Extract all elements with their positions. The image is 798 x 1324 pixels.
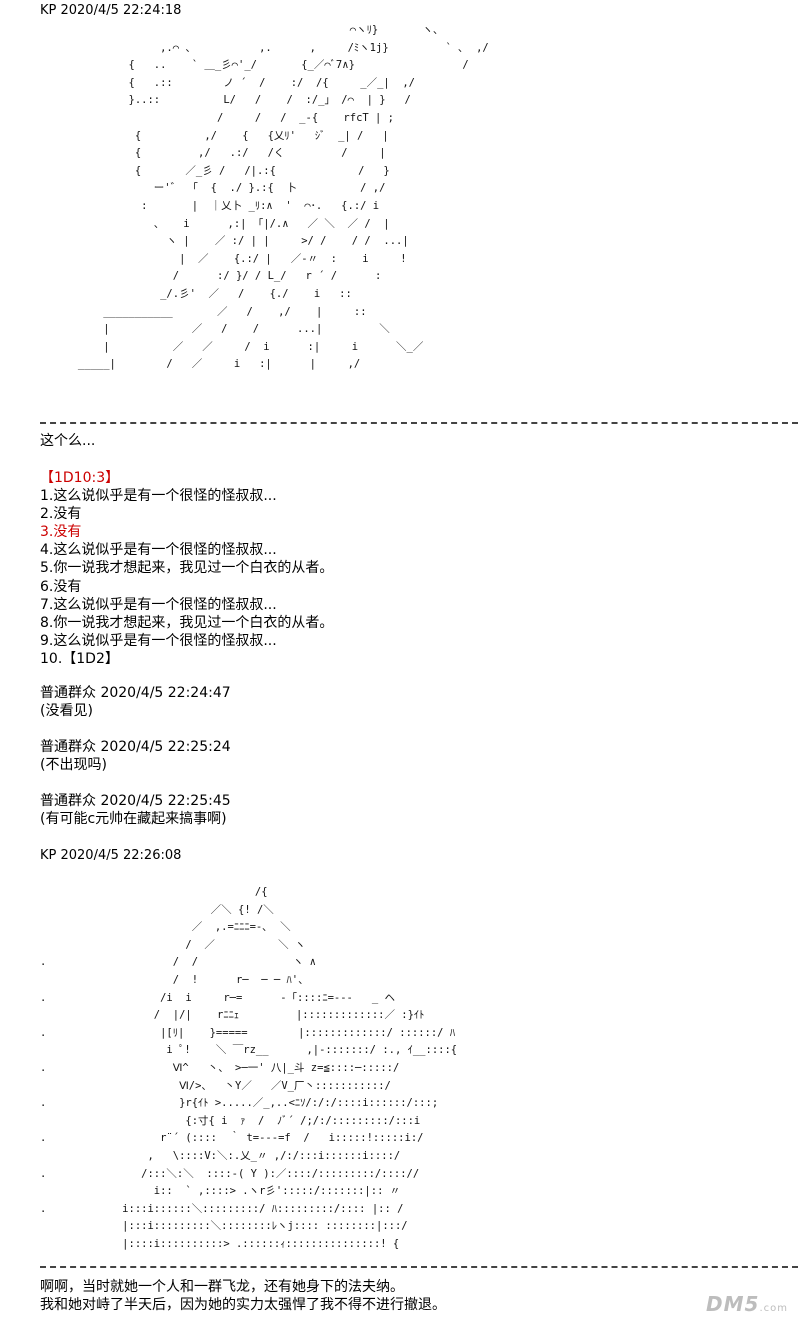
- ascii-art-1-line: / :/ }/ / L_/ r ´ / :: [40, 270, 382, 283]
- ascii-art-2-line: /{: [40, 886, 268, 898]
- post-2-text-2: 我和她对峙了半天后，因为她的实力太强悍了我不得不进行撤退。: [40, 1297, 446, 1313]
- watermark-logo: DM5.com: [706, 1292, 788, 1316]
- option-6: 6.没有: [40, 578, 82, 595]
- ascii-art-2-line: . r¨´ (:::: ｀ t=---=f / i:::::!:::::i:/: [40, 1132, 424, 1145]
- post-2-header: KP 2020/4/5 22:26:08: [40, 848, 182, 863]
- ascii-art-2-line: . |[ﾘ| }===== |:::::::::::::/ ::::::/ ﾊ: [40, 1026, 456, 1039]
- ascii-art-2-line: ／＼ {! /＼: [40, 903, 274, 916]
- ascii-art-1: ⌒ヽﾘ} ヽ、 ,.⌒ 、 ,. , /ﾐヽ1j} ` ､ ,/ { .. ` …: [40, 22, 489, 374]
- reply-2-header: 普通群众 2020/4/5 22:25:24: [40, 739, 231, 755]
- ascii-art-1-line: { ／_彡 / /|.:{ / }: [40, 164, 390, 177]
- ascii-art-2-line: . }r{ｲﾄ >.....／_,..<ﾆｿ/:/:/::::i::::::/:…: [40, 1097, 439, 1110]
- ascii-art-1-line: ___________ ／ / ,/ | ::: [40, 305, 367, 318]
- ascii-art-2-line: . / / ヽ ∧: [40, 956, 317, 969]
- separator-1: [40, 422, 798, 424]
- ascii-art-1-line: : | ｜乂卜 _ﾘ:∧ ' ⌒･. {.:/ i: [40, 199, 380, 212]
- option-5: 5.你一说我才想起来，我见过一个白衣的从者。: [40, 560, 334, 577]
- ascii-art-1-line: | ／ {.:/ | ／-〃 : i !: [40, 252, 407, 265]
- separator-2: [40, 1266, 798, 1268]
- ascii-art-2-line: {:寸{ i ｧ / ﾉﾞ´ /;/:/:::::::::/:::i: [40, 1114, 421, 1127]
- ascii-art-2-line: i ﾟ! ＼ ￣rz__ ,|-:::::::/ :., ｲ__::::{: [40, 1044, 458, 1057]
- ascii-art-1-line: _____| / ／ i :| | ,/: [40, 358, 361, 371]
- ascii-art-2-line: . /i i r─= -「::::ﾆ=--- _ ヘ: [40, 991, 395, 1004]
- ascii-art-1-line: 、 i ,:| 「|/.∧ ／ ＼ ／ / |: [40, 217, 390, 230]
- ascii-art-1-line: ,.⌒ 、 ,. , /ﾐヽ1j} ` ､ ,/: [40, 41, 489, 54]
- ascii-art-2-line: Ⅵ/>、 丶Y／ ／V_厂丶:::::::::::/: [40, 1079, 391, 1092]
- roll-header: 【1D10:3】: [40, 470, 120, 486]
- ascii-art-2-line: i:: ` ,::::> .ヽr彡':::::/:::::::|:: 〃: [40, 1185, 401, 1198]
- ascii-art-2-line: / |/| rﾆﾆｪ |:::::::::::::／ :}ｲﾄ: [40, 1009, 425, 1022]
- ascii-art-2-line: ／ ,.=ﾆﾆﾆ=-､ ＼: [40, 921, 291, 934]
- ascii-art-1-line: | ／ ／ / i :| i ＼_／: [40, 340, 424, 353]
- ascii-art-1-line: | ／ / / ...| ＼: [40, 323, 390, 336]
- post-1-header: KP 2020/4/5 22:24:18: [40, 3, 182, 18]
- reply-3-text: (有可能c元帅在藏起来搞事啊): [40, 811, 227, 827]
- option-8: 8.你一说我才想起来，我见过一个白衣的从者。: [40, 614, 334, 631]
- ascii-art-2-line: . Ⅵ^ 丶、 >─一' 八|_斗 z=≦::::─:::::/: [40, 1061, 400, 1074]
- option-9: 9.这么说似乎是有一个很怪的怪叔叔...: [40, 632, 277, 649]
- ascii-art-2-line: . /:::＼:＼ ::::-( Y ):／::::/:::::::::/:::…: [40, 1167, 420, 1180]
- ascii-art-1-line: { .:: ノ ´ / :/ /{ _／_| ,/: [40, 76, 416, 89]
- option-2: 2.没有: [40, 506, 82, 523]
- option-1: 1.这么说似乎是有一个很怪的怪叔叔...: [40, 488, 277, 505]
- ascii-art-2-line: . i:::i::::::＼:::::::::/ ﾊ:::::::::/::::…: [40, 1202, 404, 1215]
- dice-roll-block: 【1D10:3】 1.这么说似乎是有一个很怪的怪叔叔... 2.没有 3.没有 …: [40, 469, 333, 668]
- option-7: 7.这么说似乎是有一个很怪的怪叔叔...: [40, 596, 277, 613]
- ascii-art-2-line: / ! r─ ─ ─ ﾊ'、: [40, 973, 309, 986]
- ascii-art-1-line: { ,/ .:/ /く / |: [40, 147, 386, 160]
- ascii-art-1-line: _/.彡' ／ / {./ i ::: [40, 287, 352, 300]
- ascii-art-1-line: ヽ | ／ :/ | | >/ / / / ...|: [40, 235, 409, 248]
- reply-1-text: (没看见): [40, 703, 93, 719]
- ascii-art-2: /{ ／＼ {! /＼ ／ ,.=ﾆﾆﾆ=-､ ＼ / ／ ＼ ヽ . / / ヽ…: [40, 884, 457, 1253]
- ascii-art-1-line: ⌒ヽﾘ} ヽ、: [40, 24, 444, 36]
- post-1-intro: 这个么...: [40, 433, 96, 449]
- reply-2-text: (不出现吗): [40, 757, 107, 773]
- option-3-selected: 3.没有: [40, 524, 82, 541]
- ascii-art-1-line: ー'゛ 「 { ./ }.:{ 卜 / ,/: [40, 182, 386, 195]
- option-4: 4.这么说似乎是有一个很怪的怪叔叔...: [40, 542, 277, 559]
- ascii-art-2-line: |::::i::::::::::> .::::::ｨ::::::::::::::…: [40, 1237, 400, 1250]
- ascii-art-2-line: / ／ ＼ ヽ: [40, 938, 306, 951]
- ascii-art-2-line: |:::i:::::::::＼::::::::ﾚヽj:::: ::::::::|…: [40, 1220, 408, 1233]
- post-2-text-1: 啊啊，当时就她一个人和一群飞龙，还有她身下的法夫纳。: [40, 1279, 404, 1295]
- option-10: 10.【1D2】: [40, 650, 119, 667]
- ascii-art-1-line: { .. ` ＿_彡⌒'_/ {_／⌒ﾞ7∧} /: [40, 59, 469, 72]
- ascii-art-1-line: { ,/ { {乂ﾘ' ｼﾞ _| / |: [40, 129, 389, 142]
- reply-1-header: 普通群众 2020/4/5 22:24:47: [40, 685, 231, 701]
- ascii-art-2-line: , \::::V:＼:.乂_〃 ,/:/:::i::::::i::::/: [40, 1149, 401, 1162]
- ascii-art-1-line: }..:: L/ / / :/_」 /⌒ | } /: [40, 94, 411, 107]
- ascii-art-1-line: / / / _-{ rfcT | ;: [40, 111, 395, 124]
- reply-3-header: 普通群众 2020/4/5 22:25:45: [40, 793, 231, 809]
